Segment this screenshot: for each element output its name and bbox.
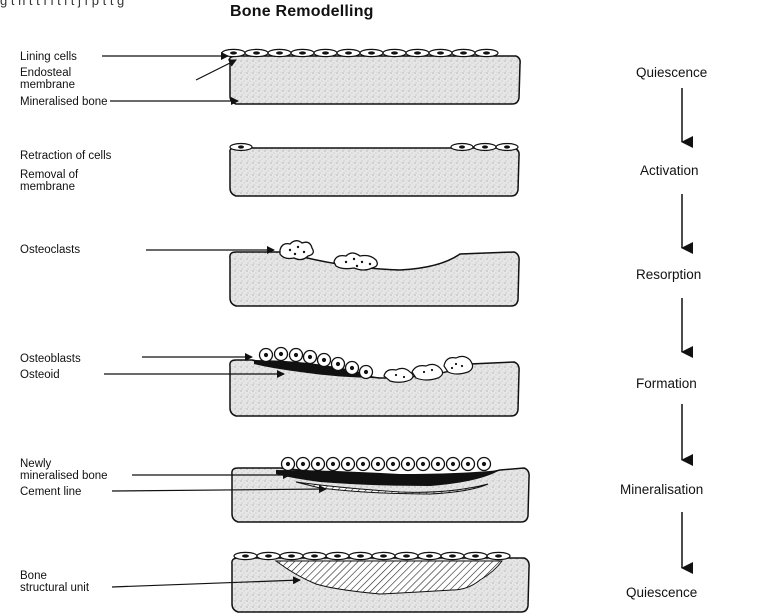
lining-cell-nucleus	[311, 554, 318, 557]
lining-cell-nucleus	[437, 51, 444, 54]
lining-cell-nucleus	[391, 51, 398, 54]
lining-cell-nucleus	[414, 51, 421, 54]
osteoblast-nucleus	[451, 462, 455, 466]
osteoblast-nucleus	[279, 352, 283, 356]
panel-formation: Osteoblasts Osteoid	[20, 348, 519, 417]
osteoblast-nucleus	[316, 462, 320, 466]
lining-cell-nucleus	[380, 554, 387, 557]
lining-cell-nucleus	[345, 51, 352, 54]
osteoblast-nucleus	[322, 358, 326, 362]
label-membrane-2: membrane	[20, 181, 75, 193]
lining-cell-nucleus	[276, 51, 283, 54]
lining-cell-nucleus	[230, 51, 237, 54]
bone-block-activation	[230, 148, 519, 196]
lining-cell-nucleus	[242, 554, 249, 557]
label-cement-line: Cement line	[20, 486, 81, 498]
panel-resorption: Osteoclasts	[20, 241, 519, 306]
osteoblast-nucleus	[391, 462, 395, 466]
lining-cell-nucleus	[334, 554, 341, 557]
bone-block-formation	[230, 360, 519, 416]
lining-cell-nucleus	[495, 554, 502, 557]
label-endosteal: Endosteal	[20, 67, 71, 79]
lining-cell-nucleus	[253, 51, 260, 54]
mineralised-bone-block	[230, 56, 521, 104]
lining-cell-nucleus	[460, 51, 467, 54]
osteoblast-nucleus	[294, 353, 298, 357]
osteoblast-nucleus	[466, 462, 470, 466]
osteoblast-nucleus	[301, 462, 305, 466]
osteoblast-nucleus	[350, 366, 354, 370]
lining-cell-nucleus	[288, 554, 295, 557]
lining-cell-nucleus	[368, 51, 375, 54]
stage-formation: Formation	[636, 376, 697, 391]
stage-quiescence-end: Quiescence	[626, 585, 697, 600]
lining-cell-nucleus	[449, 554, 456, 557]
label-osteoid: Osteoid	[20, 369, 60, 381]
lining-cell-nucleus	[472, 554, 479, 557]
osteoblast-nucleus	[308, 355, 312, 359]
stage-quiescence-start: Quiescence	[636, 65, 707, 80]
osteoblast-nucleus	[421, 462, 425, 466]
osteoblast-nucleus	[376, 462, 380, 466]
label-retraction-of-cells: Retraction of cells	[20, 150, 112, 162]
osteoblast-nucleus	[346, 462, 350, 466]
osteoblast-nucleus	[336, 362, 340, 366]
retracted-cell-left	[230, 144, 252, 151]
osteoblast-nucleus	[436, 462, 440, 466]
panel-quiescence-initial: Lining cells Endosteal membrane Minerali…	[20, 49, 520, 108]
osteoblast-nucleus	[364, 370, 368, 374]
label-membrane: membrane	[20, 79, 75, 91]
osteoclast-formation-2	[412, 364, 443, 380]
label-mineralised-bone-2: mineralised bone	[20, 470, 108, 482]
osteoclast-right	[334, 253, 377, 270]
lining-cell-nucleus	[322, 51, 329, 54]
osteoblasts-row-mineralisation	[282, 458, 491, 471]
osteoclast-formation-3	[444, 356, 473, 374]
lining-cell-nucleus	[265, 554, 272, 557]
lining-cell-nucleus	[426, 554, 433, 557]
stage-resorption: Resorption	[636, 267, 701, 282]
panel-mineralisation: Newly mineralised bone Cement line	[20, 458, 529, 523]
osteoclast-formation-1	[384, 368, 413, 382]
osteoblast-nucleus	[406, 462, 410, 466]
osteoblast-nucleus	[361, 462, 365, 466]
lining-cell-nucleus	[483, 51, 490, 54]
label-osteoblasts: Osteoblasts	[20, 353, 81, 365]
label-osteoclasts: Osteoclasts	[20, 244, 80, 256]
osteoblast-nucleus	[286, 462, 290, 466]
label-newly: Newly	[20, 458, 52, 470]
lining-cell-nucleus	[357, 554, 364, 557]
label-mineralised-bone: Mineralised bone	[20, 96, 108, 108]
osteoblast-nucleus	[482, 462, 486, 466]
label-removal-of: Removal of	[20, 169, 79, 181]
panel-quiescence-final: Bone structural unit	[20, 552, 529, 612]
label-structural-unit: structural unit	[20, 582, 90, 594]
lining-cell-nucleus	[403, 554, 410, 557]
osteoclast-left	[280, 241, 313, 260]
panel-activation: Retraction of cells Removal of membrane	[20, 144, 519, 197]
stage-activation: Activation	[640, 163, 699, 178]
osteoblast-nucleus	[331, 462, 335, 466]
lining-cell-nucleus	[299, 51, 306, 54]
label-bone: Bone	[20, 570, 47, 582]
retracted-cells-right	[451, 144, 518, 151]
label-lining-cells: Lining cells	[20, 51, 77, 63]
stage-sequence: Quiescence Activation Resorption Formati…	[620, 65, 707, 600]
stage-mineralisation: Mineralisation	[620, 482, 703, 497]
osteoblast-nucleus	[264, 353, 268, 357]
